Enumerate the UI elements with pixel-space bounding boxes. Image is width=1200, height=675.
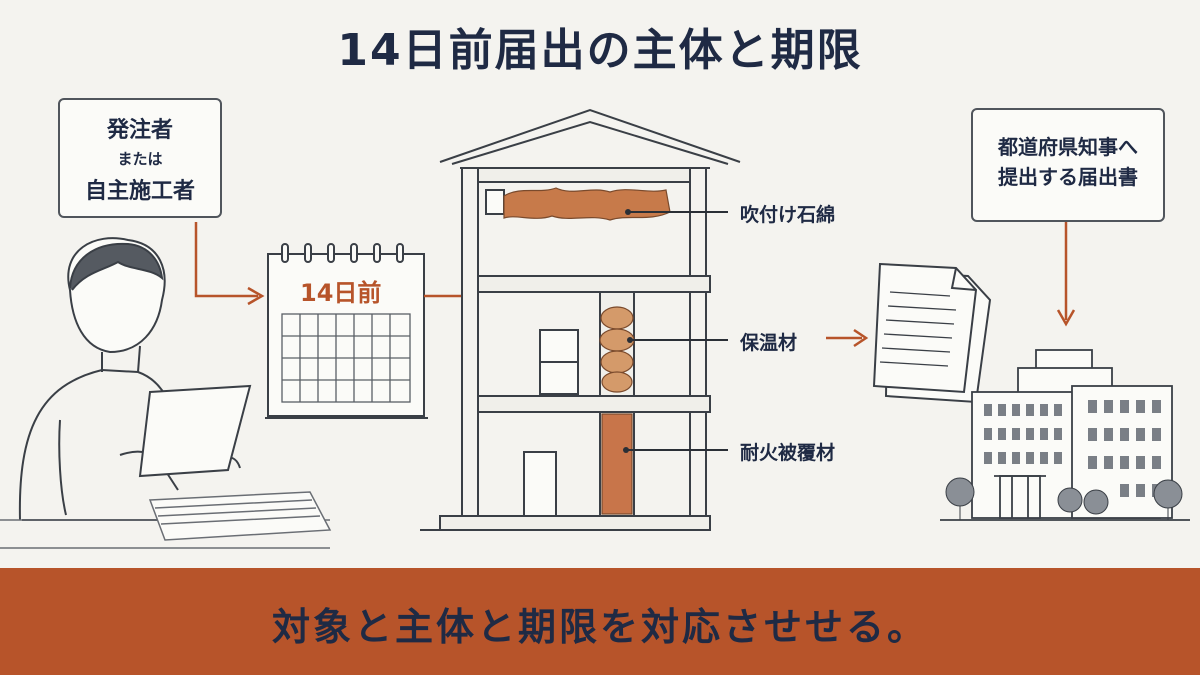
submission-line-governor: 都道府県知事へ [998,135,1138,159]
table [0,491,332,549]
fireproof-coating-mark [601,413,633,515]
actor-line-self-contractor: 自主施工者 [84,179,195,204]
submission-line-document: 提出する届出書 [998,165,1138,189]
label-fireproof-coating: 耐火被覆材 [740,442,836,464]
calendar-label: 14日前 [300,279,382,307]
trees [945,477,1183,520]
document-stack-illustration [872,262,992,404]
footer-text: 対象と主体と期限を対応させせる。 [271,605,928,649]
label-insulation: 保温材 [740,332,798,354]
sprayed-asbestos-mark [503,187,671,221]
arrow-to-office [1056,222,1076,327]
actor-box: 発注者 または 自主施工者 [58,98,222,218]
building-section-illustration [420,108,741,531]
page-title: 14日前届出の主体と期限 [337,25,863,76]
footer-banner: 対象と主体と期限を対応させせる。 [0,568,1200,675]
calendar-illustration [265,243,428,419]
actor-line-orderer: 発注者 [106,118,173,143]
office-windows [984,400,1161,497]
illustration [0,108,1190,549]
arrow-to-documents [826,328,869,348]
label-sprayed-asbestos: 吹付け石綿 [740,204,836,226]
submission-box: 都道府県知事へ 提出する届出書 [971,108,1165,222]
person-reading-illustration [18,237,252,521]
actor-line-or: または [117,150,163,168]
insulation-mark [599,306,635,393]
arrow-actor-to-calendar [194,222,265,306]
